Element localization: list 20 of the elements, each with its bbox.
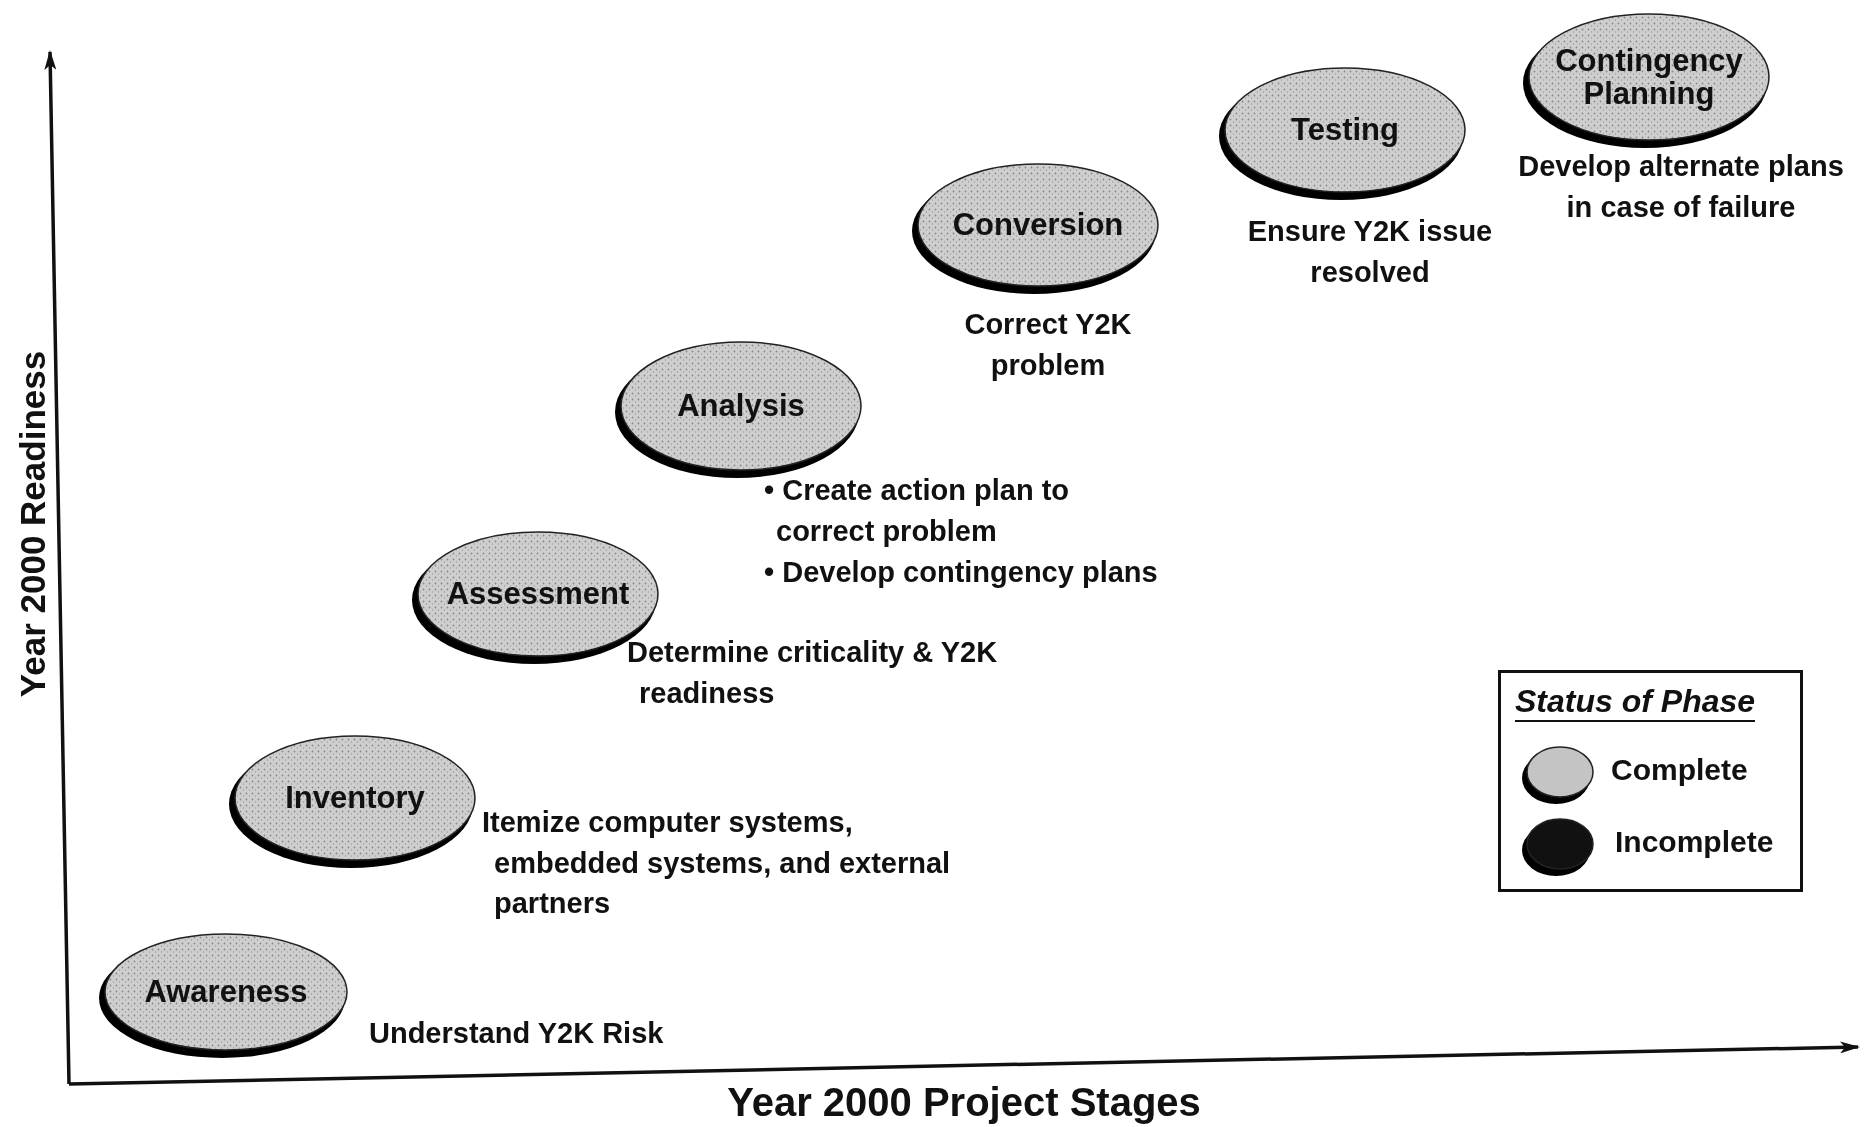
stage-name: Inventory <box>285 781 425 815</box>
stage-name: Conversion <box>952 208 1124 242</box>
x-axis-title: Year 2000 Project Stages <box>727 1079 1201 1125</box>
stage-name: Contingency Planning <box>1554 43 1744 111</box>
stage-name: Analysis <box>677 389 805 423</box>
stage-description: • Develop contingency plans <box>764 555 1159 590</box>
stage-description: • Create action plan to correct problem <box>764 473 1071 549</box>
legend-label: Complete <box>1611 753 1748 787</box>
y-axis-title: Year 2000 Readiness <box>13 350 53 698</box>
stage-description: Develop alternate plans in case of failure <box>1517 149 1845 225</box>
stage-description: Itemize computer systems, embedded systems, and external partners <box>482 805 952 922</box>
stage-description: Understand Y2K Risk <box>369 1016 665 1051</box>
stage-description: Determine criticality & Y2K readiness <box>627 635 999 711</box>
stage-name: Testing <box>1291 113 1399 147</box>
stage-name: Awareness <box>144 975 308 1009</box>
legend-label: Incomplete <box>1615 825 1774 859</box>
legend-title: Status of Phase <box>1515 683 1756 722</box>
stage-name: Assessment <box>446 577 630 611</box>
stage-description: Ensure Y2K issue resolved <box>1246 214 1494 290</box>
stage-description: Correct Y2K problem <box>963 307 1133 383</box>
